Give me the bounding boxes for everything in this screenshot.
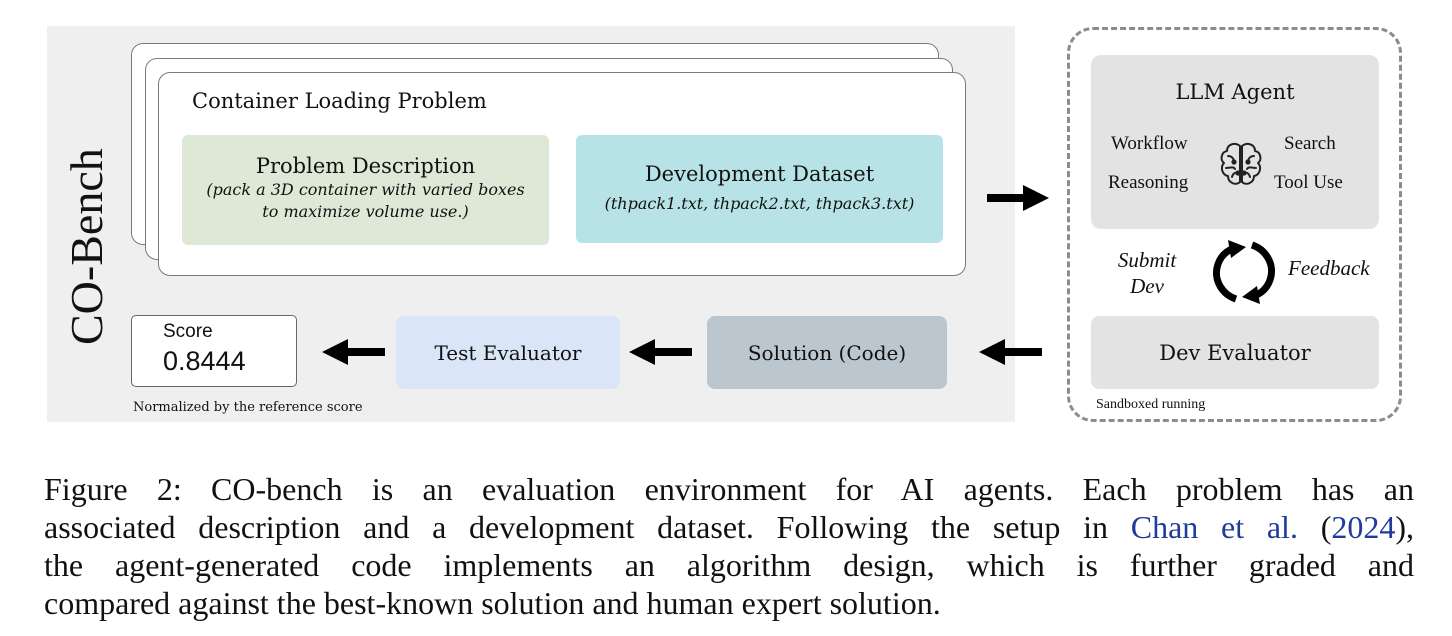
brain-icon	[1220, 142, 1262, 185]
arrow-left-icon	[322, 339, 385, 365]
caption-paren-open: (	[1297, 509, 1332, 545]
solution-code-label: Solution (Code)	[747, 340, 907, 365]
citation-link[interactable]: Chan et al.	[1130, 509, 1298, 545]
problem-description-box: Problem Description (pack a 3D container…	[182, 135, 549, 245]
sandbox-frame	[1067, 27, 1402, 422]
solution-code-box: Solution (Code)	[707, 316, 947, 389]
caption-line-2: associated description and a development…	[44, 508, 1414, 546]
development-dataset-title: Development Dataset	[644, 162, 875, 186]
score-label: Score	[163, 321, 213, 342]
caption-line-4: compared against the best-known solution…	[44, 585, 941, 621]
score-box: Score 0.8444	[131, 315, 297, 387]
problem-card-title: Container Loading Problem	[192, 89, 487, 113]
citation-year-link[interactable]: 2024	[1331, 509, 1396, 545]
submit-label: Submit	[1117, 248, 1177, 272]
problem-description-title: Problem Description	[255, 154, 476, 178]
sandbox-note: Sandboxed running	[1096, 397, 1206, 412]
dev-evaluator-label: Dev Evaluator	[1159, 340, 1311, 365]
llm-agent-title: LLM Agent	[1175, 80, 1295, 104]
figure-caption: Figure 2: CO-bench is an evaluation envi…	[44, 470, 1414, 622]
problem-description-line1: (pack a 3D container with varied boxes	[206, 180, 525, 199]
caption-line-2-text: associated description and a development…	[44, 509, 1131, 545]
development-dataset-box: Development Dataset (thpack1.txt, thpack…	[576, 135, 943, 243]
caption-line-1: Figure 2: CO-bench is an evaluation envi…	[44, 471, 1414, 507]
agent-item-reasoning: Reasoning	[1108, 172, 1189, 193]
test-evaluator-label: Test Evaluator	[434, 340, 582, 365]
llm-agent-box	[1091, 55, 1379, 229]
score-value: 0.8444	[163, 346, 246, 376]
dev-label: Dev	[1130, 274, 1164, 298]
arrow-right-icon	[987, 185, 1049, 211]
caption-paren-close: ),	[1395, 509, 1415, 545]
feedback-label: Feedback	[1288, 256, 1370, 280]
arrow-left-icon	[629, 339, 692, 365]
test-evaluator-box: Test Evaluator	[396, 316, 620, 389]
agent-item-search: Search	[1284, 133, 1336, 154]
score-note: Normalized by the reference score	[133, 400, 363, 415]
caption-line-3: the agent-generated code implements an a…	[44, 547, 1414, 583]
arrow-left-icon	[979, 339, 1042, 365]
dev-evaluator-box: Dev Evaluator	[1091, 316, 1379, 389]
development-dataset-files: (thpack1.txt, thpack2.txt, thpack3.txt)	[604, 194, 915, 213]
agent-item-workflow: Workflow	[1111, 133, 1188, 154]
problem-description-line2: to maximize volume use.)	[262, 202, 469, 221]
agent-item-tool-use: Tool Use	[1274, 172, 1343, 193]
cycle-arrows-icon	[1213, 240, 1275, 304]
submit-dev-label: Submit Dev	[1112, 247, 1182, 299]
